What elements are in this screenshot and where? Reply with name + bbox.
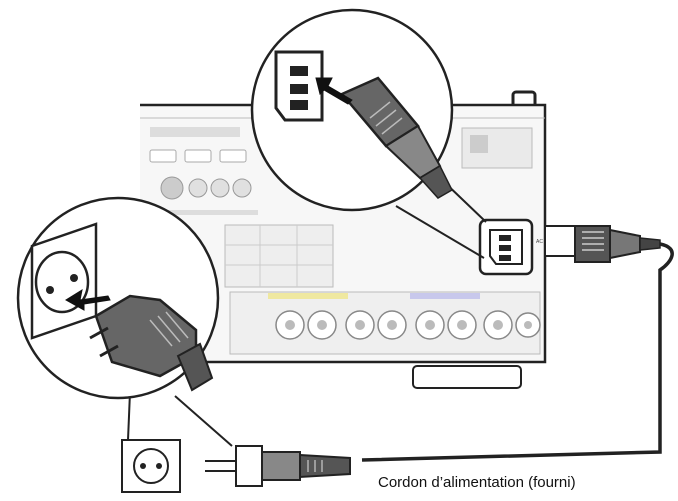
plug-closeup-callout [16, 196, 220, 400]
insert-arrow-icon [315, 77, 353, 105]
ac-in-label: AC IN [536, 239, 550, 245]
receiver-rear-panel: AC IN [140, 90, 550, 389]
hdmi-port-group [149, 127, 247, 163]
wall-socket-icon [121, 439, 181, 493]
ac-inlet: AC IN [478, 218, 550, 276]
label-sticker [461, 127, 533, 169]
power-plug-icon [205, 445, 351, 487]
power-cord [361, 242, 674, 462]
input-jack-row [158, 176, 258, 215]
rca-jack-grid [224, 224, 334, 288]
insert-arrow-icon [65, 288, 111, 311]
inlet-closeup-callout [250, 8, 454, 212]
speaker-terminals [229, 291, 541, 355]
iec-connector-icon [544, 225, 661, 263]
cord-caption: Cordon d’alimentation (fourni) [378, 474, 576, 491]
